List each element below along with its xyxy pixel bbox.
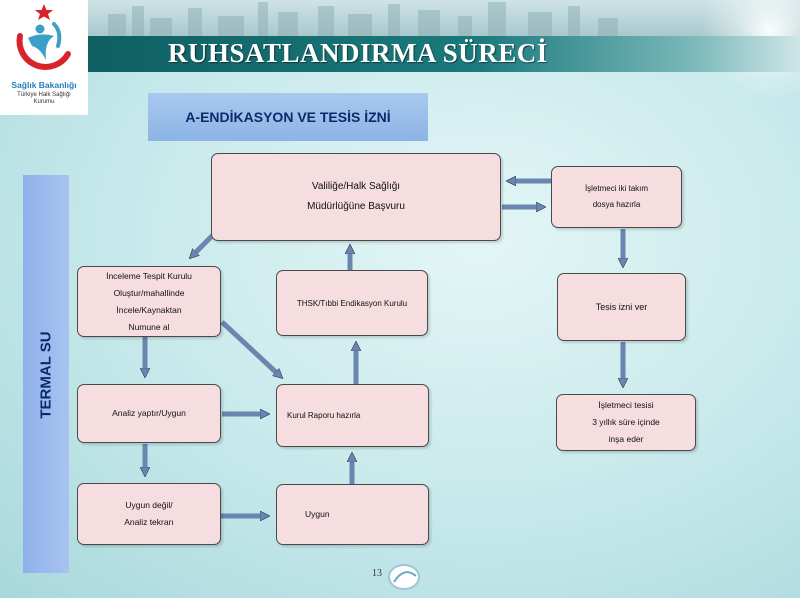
box-text-line: Numune al [128, 321, 170, 332]
box-text-line: Valiliğe/Halk Sağlığı [311, 181, 401, 192]
box-text-line: İşletmeci tesisi [598, 400, 654, 410]
box-text-line: inşa eder [608, 434, 644, 444]
side-bar [23, 175, 69, 573]
ministry-logo: Sağlık Bakanlığı Türkiye Halk Sağlığı Ku… [0, 0, 88, 115]
box-thsk-kurulu: THSK/Tıbbi Endikasyon Kurulu [276, 270, 428, 336]
box-text-line: Kurul Raporu hazırla [287, 411, 361, 420]
box-inceleme-kurulu: İnceleme Tespit Kurulu Oluştur/mahallind… [77, 266, 221, 337]
box-text-line: THSK/Tıbbi Endikasyon Kurulu [296, 298, 408, 308]
arrow-valilik-to-inceleme [192, 232, 216, 256]
box-valilik-basvuru: Valiliğe/Halk Sağlığı Müdürlüğüne Başvur… [211, 153, 501, 241]
logo-sub-text: Türkiye Halk Sağlığı Kurumu [0, 92, 88, 106]
box-text-line: Tesis izni ver [595, 301, 648, 312]
logo-brand-text: Sağlık Bakanlığı [11, 80, 77, 90]
box-tesis-izni: Tesis izni ver [557, 273, 686, 341]
page-number: 13 [372, 568, 382, 579]
title-bar [88, 36, 800, 72]
health-ministry-emblem-icon [16, 4, 71, 70]
section-subtitle: A-ENDİKASYON VE TESİS İZNİ [148, 93, 428, 141]
box-uygun: Uygun [276, 484, 429, 545]
box-text-line: İnceleme Tespit Kurulu [106, 270, 192, 281]
logo-sub-line-1: Türkiye Halk Sağlığı [17, 92, 71, 98]
page-swirl-icon [388, 564, 420, 590]
page-title: RUHSATLANDIRMA SÜRECİ [168, 38, 548, 68]
box-text-line: Analiz tekrarı [124, 517, 174, 527]
box-text-line: İşletmeci iki takım [584, 184, 649, 193]
box-isletmeci-dosya: İşletmeci iki takım dosya hazırla [551, 166, 682, 228]
box-text-line: 3 yıllık süre içinde [592, 417, 660, 427]
city-skyline-banner [88, 0, 800, 36]
box-uygun-degil: Uygun değil/ Analiz tekrarı [77, 483, 221, 545]
box-text-line: Uygun değil/ [125, 500, 173, 510]
box-text-line: Oluştur/mahallinde [113, 287, 185, 298]
box-text-line: Uygun [305, 509, 330, 519]
box-text-line: Analiz yaptır/Uygun [112, 408, 186, 418]
box-kurul-raporu: Kurul Raporu hazırla [276, 384, 429, 447]
box-isletmeci-tesisi: İşletmeci tesisi 3 yıllık süre içinde in… [556, 394, 696, 451]
box-text-line: dosya hazırla [592, 200, 641, 209]
arrow-inceleme-to-kurul [220, 320, 280, 376]
box-analiz: Analiz yaptır/Uygun [77, 384, 221, 443]
box-text-line: İncele/Kaynaktan [116, 304, 182, 315]
logo-sub-line-2: Kurumu [33, 99, 55, 105]
box-text-line: Müdürlüğüne Başvuru [307, 201, 405, 212]
